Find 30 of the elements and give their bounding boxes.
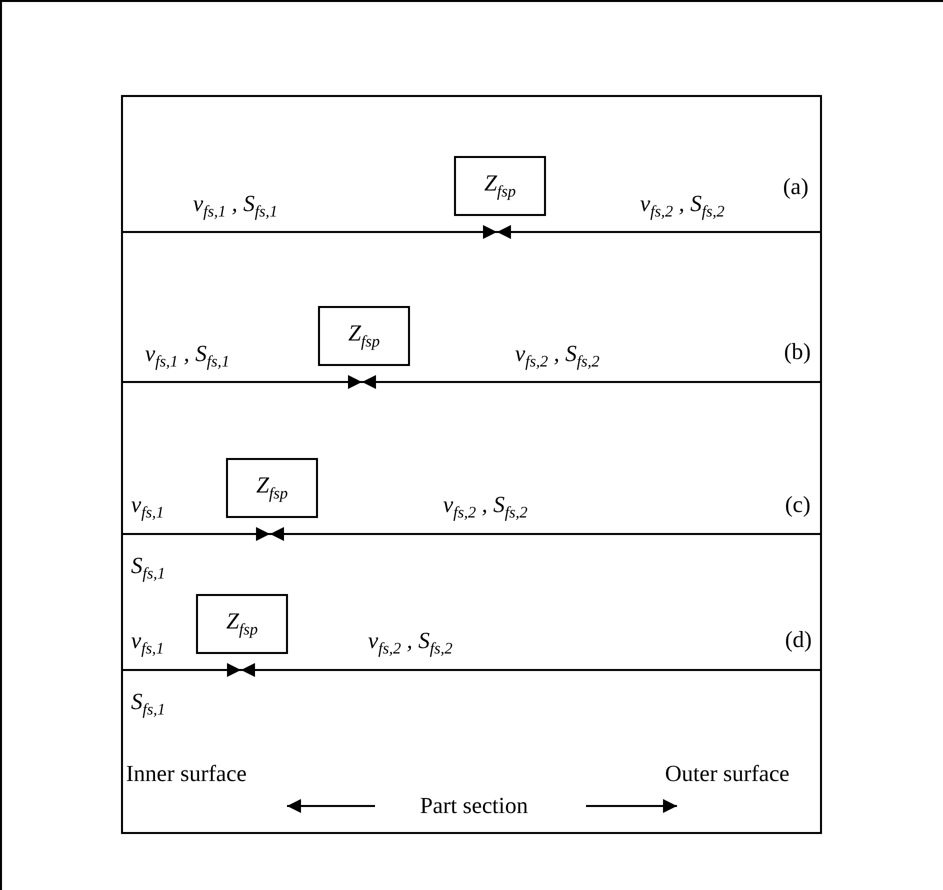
panel-label: (d) bbox=[785, 626, 812, 654]
variable-box: Z$_{fsp}$ bbox=[318, 306, 410, 366]
flow-front-arrow bbox=[122, 375, 362, 389]
variable-label: v$_{fs,1}$ , S$_{fs,1}$ bbox=[193, 190, 278, 223]
surface-label: Inner surface bbox=[126, 760, 247, 788]
variable-label: v$_{fs,2}$ , S$_{fs,2}$ bbox=[640, 190, 725, 223]
panel-label: (b) bbox=[784, 338, 811, 366]
variable-label: v$_{fs,1}$ bbox=[131, 627, 164, 660]
variable-label: v$_{fs,1}$ bbox=[131, 491, 164, 524]
variable-box: Z$_{fsp}$ bbox=[226, 458, 318, 518]
panel-label: (c) bbox=[785, 491, 811, 519]
variable-label: S$_{fs,1}$ bbox=[131, 552, 166, 585]
variable-box: Z$_{fsp}$ bbox=[454, 156, 546, 216]
variable-box: Z$_{fsp}$ bbox=[196, 594, 288, 654]
flow-front-arrow bbox=[241, 663, 821, 677]
section-frame bbox=[121, 95, 822, 834]
flow-front-arrow bbox=[270, 527, 821, 541]
flow-front-arrow bbox=[362, 375, 821, 389]
variable-label: v$_{fs,2}$ , S$_{fs,2}$ bbox=[368, 627, 453, 660]
variable-label: v$_{fs,2}$ , S$_{fs,2}$ bbox=[515, 340, 600, 373]
flow-front-arrow bbox=[122, 225, 497, 239]
flow-front-arrow bbox=[122, 527, 270, 541]
surface-label: Outer surface bbox=[665, 760, 790, 788]
variable-label: v$_{fs,1}$ , S$_{fs,1}$ bbox=[145, 340, 230, 373]
flow-front-arrow bbox=[122, 663, 241, 677]
axis-label: Part section bbox=[420, 792, 528, 820]
variable-label: v$_{fs,2}$ , S$_{fs,2}$ bbox=[443, 491, 528, 524]
flow-front-arrow bbox=[497, 225, 821, 239]
variable-label: S$_{fs,1}$ bbox=[131, 688, 166, 721]
panel-label: (a) bbox=[783, 173, 809, 201]
